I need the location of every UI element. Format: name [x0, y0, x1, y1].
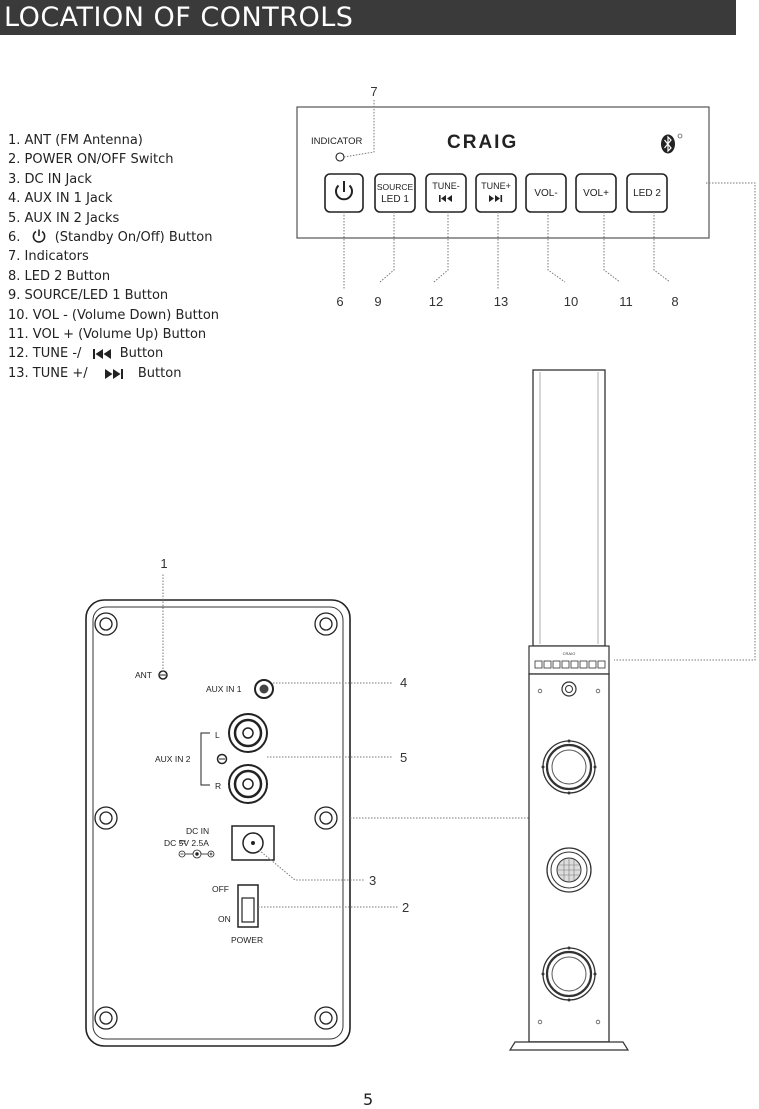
legend-item-12-text: 12. TUNE -/ [8, 346, 82, 362]
indicator-label: INDICATOR [311, 136, 363, 147]
tower-logo: CRAIG [563, 651, 576, 656]
indicator-led [335, 152, 345, 162]
ant-label: ANT [135, 670, 152, 680]
skip-forward-icon [489, 195, 503, 202]
aux-left-label: L [215, 730, 220, 740]
tweeter [546, 847, 592, 893]
source-label: SOURCE [377, 182, 414, 192]
callout-8: 8 [671, 294, 678, 309]
legend-item-1: 1. ANT (FM Antenna) [8, 133, 143, 148]
lower-woofer [541, 946, 597, 1002]
tune-plus-label: TUNE+ [481, 181, 511, 191]
callout-7: 7 [370, 84, 377, 99]
callout-5: 5 [400, 750, 407, 765]
power-button[interactable] [324, 173, 364, 213]
legend-item-6-text: (Standby On/Off) Button [54, 230, 213, 246]
skip-back-icon [439, 195, 452, 202]
aux-right-label: R [215, 781, 221, 791]
callout-4: 4 [400, 675, 407, 690]
tune-minus-button[interactable] [425, 173, 467, 213]
dc-symbol-icon [180, 840, 186, 844]
callout-13: 13 [494, 294, 508, 309]
vol-plus-button[interactable] [575, 173, 617, 213]
power-label: POWER [231, 935, 263, 945]
power-button-icon [335, 181, 353, 201]
legend-item-6: 6. (Standby On/Off) Button [8, 228, 219, 247]
rear-callout-lines [162, 573, 530, 908]
callout-9: 9 [374, 294, 381, 309]
callout-2: 2 [402, 900, 409, 915]
source-led1-button[interactable] [374, 173, 416, 213]
callout-6: 6 [336, 294, 343, 309]
panel-callout-lines [343, 100, 756, 661]
callout-3: 3 [369, 873, 376, 888]
tune-minus-label: TUNE- [432, 181, 460, 191]
legend-item-11: 11. VOL + (Volume Up) Button [8, 327, 207, 343]
dc-in-label: DC IN [186, 826, 209, 836]
craig-logo: CRAIG [447, 132, 518, 153]
callout-1: 1 [160, 556, 167, 571]
callout-10: 10 [564, 294, 578, 309]
legend-item-4: 4. AUX IN 1 Jack [8, 191, 113, 207]
screw-holes [94, 612, 338, 1030]
led1-label: LED 1 [381, 194, 409, 205]
legend-item-12-button: Button [119, 346, 164, 362]
tower-base [508, 1041, 630, 1051]
callout-11: 11 [619, 294, 633, 309]
skip-back-icon [92, 349, 111, 360]
vol-minus-button[interactable] [525, 173, 567, 213]
tower-speaker: CRAIG [508, 369, 630, 1051]
led2-label: LED 2 [633, 188, 661, 199]
page-number: 5 [363, 1090, 374, 1109]
tune-plus-button[interactable] [475, 173, 517, 213]
skip-forward-icon [104, 368, 123, 379]
legend-item-13: 13. TUNE +/ Button [8, 364, 219, 383]
legend-item-13-button: Button [137, 365, 182, 381]
callout-12: 12 [429, 294, 443, 309]
control-panel: INDICATOR CRAIG SOURCE LED 1 TUNE- TUNE+ [296, 106, 710, 239]
dc-spec-label: DC 5V 2.5A [164, 838, 209, 848]
legend-item-5: 5. AUX IN 2 Jacks [8, 210, 120, 226]
vol-minus-label: VOL- [534, 188, 557, 199]
legend-item-10: 10. VOL - (Volume Down) Button [8, 307, 220, 323]
power-icon [32, 229, 45, 243]
aux-in-1-label: AUX IN 1 [206, 684, 242, 694]
aux-in-2-label: AUX IN 2 [155, 754, 191, 764]
legend-item-13-text: 13. TUNE +/ [8, 365, 88, 381]
legend-item-2: 2. POWER ON/OFF Switch [8, 152, 174, 168]
upper-woofer [541, 739, 597, 795]
title-bar: LOCATION OF CONTROLS [0, 0, 736, 35]
polarity-icon [178, 849, 215, 859]
legend-item-9: 9. SOURCE/LED 1 Button [8, 288, 169, 304]
legend-item-3: 3. DC IN Jack [8, 171, 92, 187]
controls-legend: 1. ANT (FM Antenna) 2. POWER ON/OFF Swit… [8, 131, 219, 383]
off-label: OFF [212, 884, 229, 894]
legend-item-6-number: 6. [8, 230, 21, 246]
legend-item-7: 7. Indicators [8, 249, 89, 265]
legend-item-8: 8. LED 2 Button [8, 268, 111, 284]
bluetooth-icon [661, 133, 683, 154]
tower-control-strip [528, 645, 610, 675]
led2-button[interactable] [626, 173, 668, 213]
on-label: ON [218, 914, 231, 924]
page-title: LOCATION OF CONTROLS [4, 2, 354, 33]
legend-item-12: 12. TUNE -/ Button [8, 344, 219, 363]
rear-panel: ANT AUX IN 1 L R AUX IN 2 DC IN DC 5V 2.… [85, 599, 351, 1047]
aux-in-2-jacks[interactable] [216, 713, 268, 804]
vol-plus-label: VOL+ [583, 188, 609, 199]
